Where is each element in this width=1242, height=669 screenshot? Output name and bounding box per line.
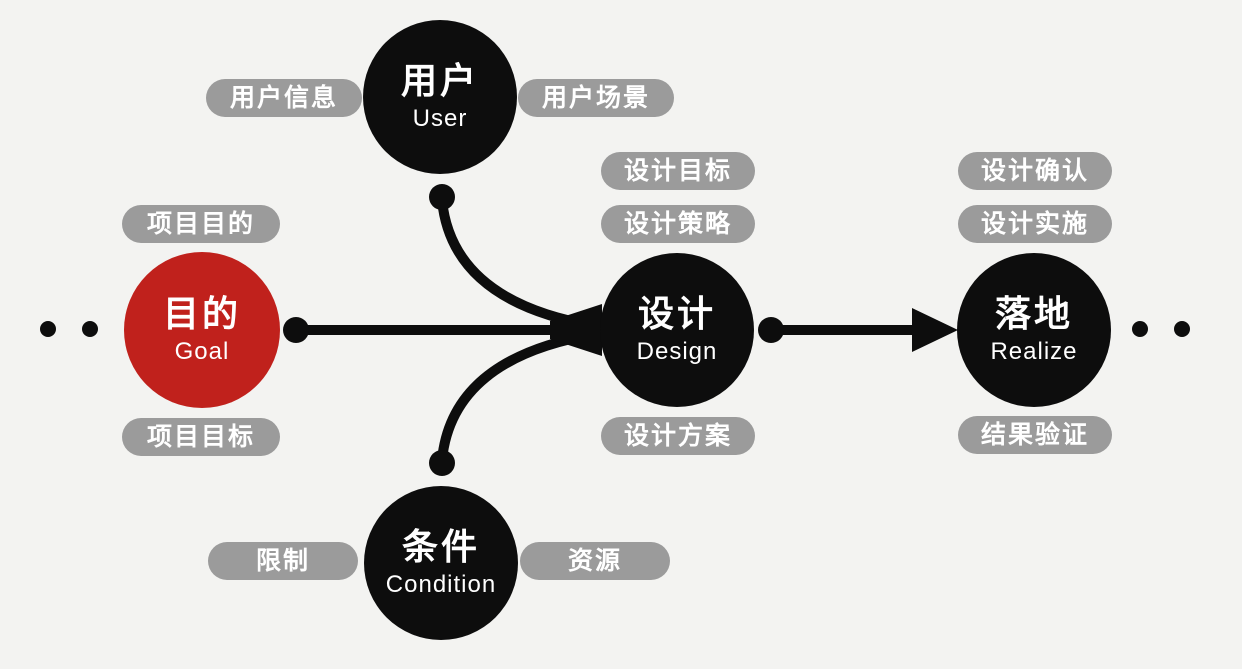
edge-user-design <box>437 195 601 331</box>
pill-user-left: 用户信息 <box>206 79 362 117</box>
pill-realize-top2: 设计实施 <box>958 205 1112 243</box>
merge-arrowhead-design <box>550 304 602 356</box>
node-condition-label-zh: 条件 <box>401 526 480 568</box>
node-user: 用户 User <box>363 20 517 174</box>
continuation-dots-right <box>1132 321 1190 337</box>
node-realize: 落地 Realize <box>957 253 1111 407</box>
node-goal-label-zh: 目的 <box>162 293 241 335</box>
pill-design-top2: 设计策略 <box>601 205 755 243</box>
node-goal-label-en: Goal <box>174 337 230 365</box>
junction-dot-design-right <box>758 317 784 343</box>
pill-design-bottom: 设计方案 <box>601 417 755 455</box>
node-condition-label-en: Condition <box>385 570 497 598</box>
pill-condition-right: 资源 <box>520 542 670 580</box>
node-design-label-zh: 设计 <box>637 293 716 335</box>
arrowhead-realize <box>912 308 958 352</box>
node-goal: 目的 Goal <box>124 252 280 408</box>
continuation-dots-left <box>40 321 98 337</box>
pill-realize-bottom: 结果验证 <box>958 416 1112 454</box>
node-user-label-zh: 用户 <box>400 60 479 102</box>
pill-design-top1: 设计目标 <box>601 152 755 190</box>
junction-dot-goal-right <box>283 317 309 343</box>
pill-realize-top1: 设计确认 <box>958 152 1112 190</box>
junction-dots <box>283 184 784 476</box>
pill-goal-top: 项目目的 <box>122 205 280 243</box>
node-user-label-en: User <box>412 104 468 132</box>
pill-condition-left: 限制 <box>208 542 358 580</box>
pill-goal-bottom: 项目目标 <box>122 418 280 456</box>
junction-dot-user-bottom <box>429 184 455 210</box>
junction-dot-condition-top <box>429 450 455 476</box>
node-realize-label-en: Realize <box>990 337 1078 365</box>
pill-user-right: 用户场景 <box>518 79 674 117</box>
node-design-label-en: Design <box>636 337 718 365</box>
node-condition: 条件 Condition <box>364 486 518 640</box>
node-design: 设计 Design <box>600 253 754 407</box>
edge-condition-design <box>437 329 601 465</box>
node-realize-label-zh: 落地 <box>994 293 1073 335</box>
